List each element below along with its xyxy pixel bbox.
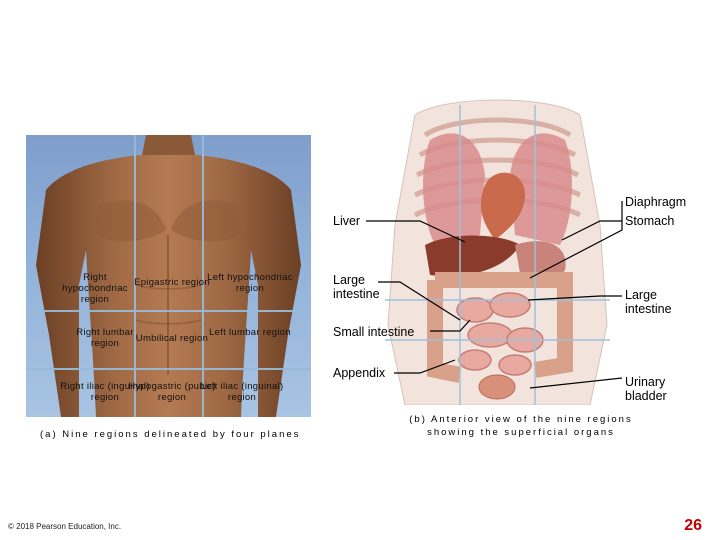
copyright: © 2018 Pearson Education, Inc. (8, 522, 121, 531)
label-line: bladder (625, 389, 667, 403)
label-diaphragm: Diaphragm (625, 195, 686, 209)
label-large-intestine-left: Large intestine (333, 273, 380, 301)
label-small-intestine: Small intestine (333, 325, 414, 339)
label-large-intestine-right: Large intestine (625, 288, 672, 316)
page-number: 26 (684, 517, 702, 535)
caption-b-line1: (b) Anterior view of the nine regions (409, 414, 632, 425)
caption-b: (b) Anterior view of the nine regions sh… (396, 413, 646, 439)
caption-b-line2: showing the superficial organs (427, 427, 615, 438)
label-line: intestine (625, 302, 672, 316)
label-line: Large (333, 273, 365, 287)
label-urinary-bladder: Urinary bladder (625, 375, 667, 403)
label-liver: Liver (333, 214, 360, 228)
label-stomach: Stomach (625, 214, 674, 228)
label-appendix: Appendix (333, 366, 385, 380)
label-line: Large (625, 288, 657, 302)
label-line: Urinary (625, 375, 665, 389)
label-line: intestine (333, 287, 380, 301)
